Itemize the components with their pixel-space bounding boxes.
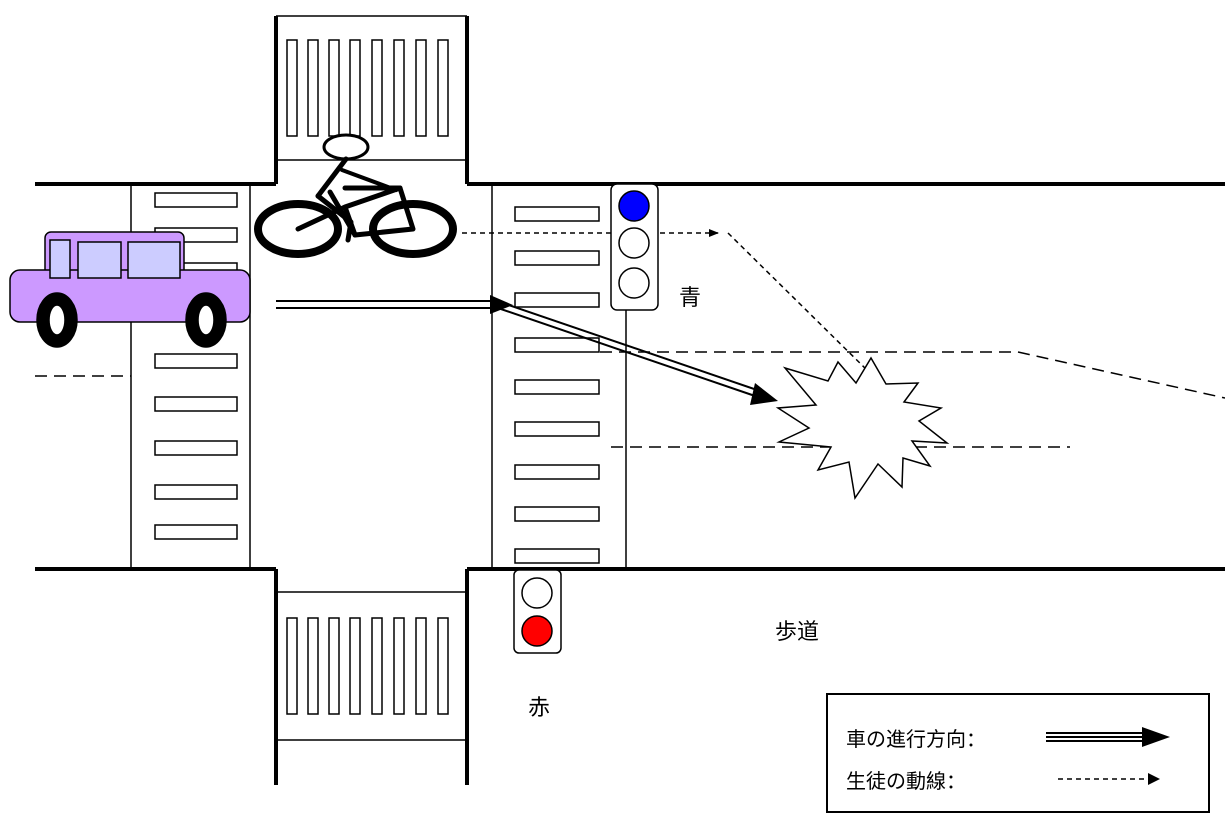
signal-light-off xyxy=(618,227,650,259)
cyclist-head xyxy=(322,133,370,161)
cyclist xyxy=(254,133,457,258)
legend-car-direction-label: 車の進行方向： xyxy=(846,727,986,751)
signal-light-off xyxy=(618,267,650,299)
car-path-arrowhead-2 xyxy=(750,383,778,405)
collision-burst xyxy=(775,356,950,500)
crosswalk-bottom xyxy=(276,591,467,741)
double-arrow-icon xyxy=(1046,727,1170,747)
legend-student-path-label: 生徒の動線： xyxy=(846,769,966,793)
signal-light-blue xyxy=(618,190,650,222)
car-wheel-hub xyxy=(197,304,215,336)
car-path xyxy=(276,299,761,398)
student-path xyxy=(462,229,874,377)
car-window xyxy=(127,241,181,279)
legend: 車の進行方向： 生徒の動線： xyxy=(826,693,1210,813)
bicycle-wheel xyxy=(369,200,457,258)
traffic-signal-green xyxy=(610,183,659,311)
bicycle-wheel xyxy=(254,200,342,258)
road-edges xyxy=(35,16,1225,785)
signal-light-red xyxy=(521,615,553,647)
crosswalk-right xyxy=(491,184,627,569)
crosswalk-top xyxy=(276,15,467,161)
legend-student-path: 生徒の動線： xyxy=(846,765,1160,794)
traffic-signal-red xyxy=(513,569,562,654)
legend-car-direction: 車の進行方向： xyxy=(846,723,1170,752)
car-wheel-hub xyxy=(48,304,66,336)
car xyxy=(9,231,251,348)
car-window xyxy=(77,241,122,279)
sidewalk-label: 歩道 xyxy=(775,620,820,645)
red-signal-label: 赤 xyxy=(528,696,551,721)
car-path-arrowhead-1 xyxy=(490,295,513,314)
dotted-arrow-icon xyxy=(1058,773,1160,785)
signal-light-off xyxy=(521,577,553,609)
car-window xyxy=(49,239,71,279)
green-signal-label: 青 xyxy=(679,286,702,311)
